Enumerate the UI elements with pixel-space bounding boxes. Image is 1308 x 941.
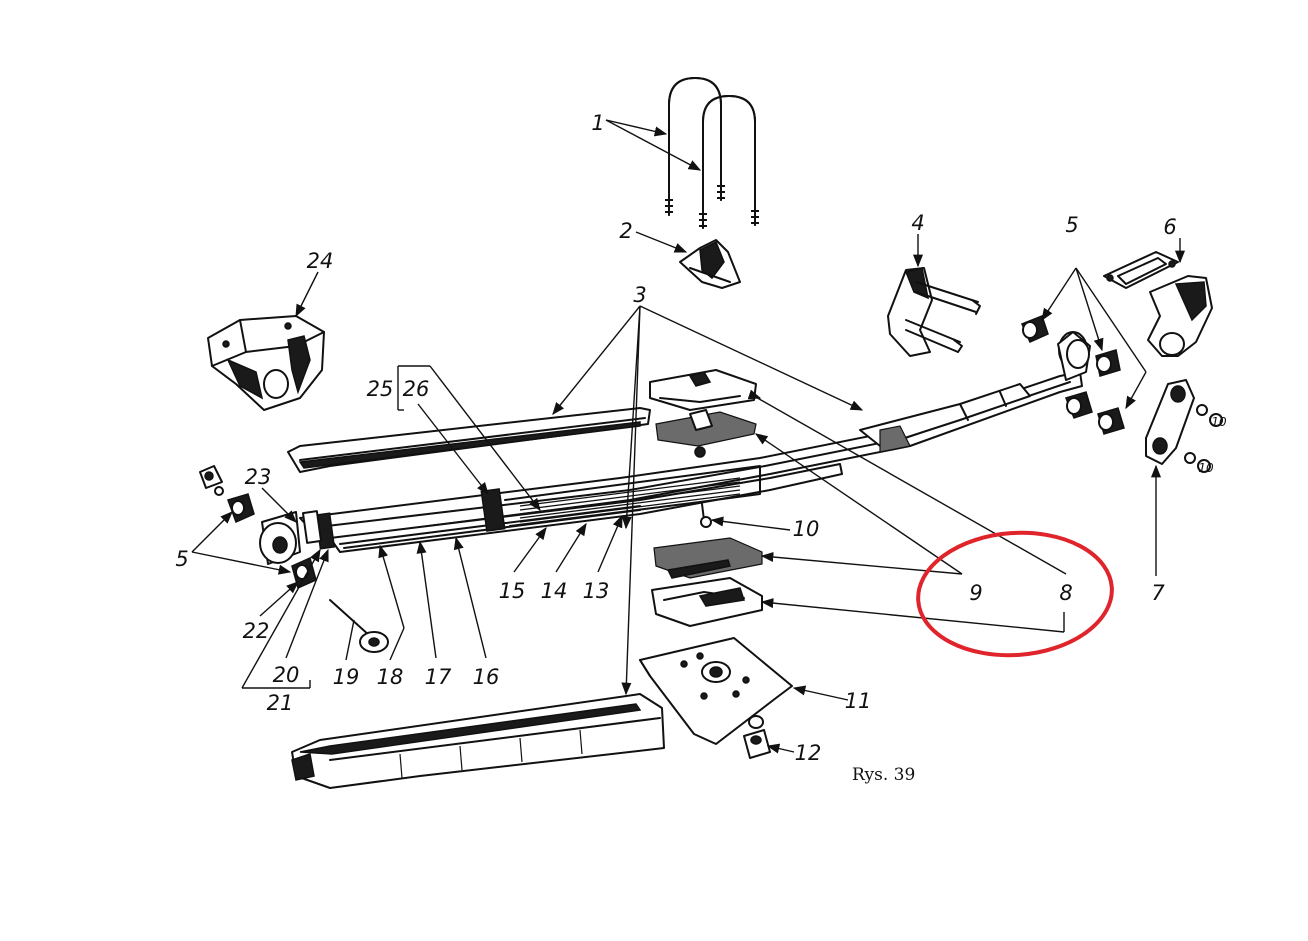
- label-9: 9: [969, 581, 982, 605]
- label-1: 1: [591, 111, 604, 135]
- label-5-front: 5: [175, 547, 188, 571]
- label-21: 21: [267, 691, 294, 715]
- shackle-plate: [1145, 379, 1223, 473]
- label-8: 8: [1059, 581, 1072, 605]
- rear-shackle-bracket: [1103, 251, 1213, 357]
- u-bolts: [665, 77, 759, 229]
- washer-label-2: 10: [1198, 461, 1214, 475]
- label-5-rear: 5: [1065, 213, 1078, 237]
- label-18: 18: [377, 665, 404, 689]
- lower-pads: [651, 537, 763, 627]
- label-14: 14: [541, 579, 568, 603]
- part-labels: 1 2 3 4 5 6 7 8 9 10 11 12 13 14 15 16 1…: [175, 111, 1227, 785]
- label-2: 2: [619, 219, 632, 243]
- label-15: 15: [499, 579, 526, 603]
- upper-pads: [649, 369, 757, 447]
- upper-leaf: [287, 407, 651, 473]
- spring-seat-plate: [639, 637, 793, 745]
- lower-leaf: [291, 693, 665, 789]
- leader-lines: [191, 119, 1186, 754]
- label-19: 19: [333, 665, 360, 689]
- front-hanger-bracket: [207, 315, 325, 411]
- highlight-circle: [916, 530, 1114, 658]
- label-20: 20: [273, 663, 300, 687]
- label-13: 13: [583, 579, 610, 603]
- label-24: 24: [307, 249, 334, 273]
- figure-caption: Rys. 39: [852, 765, 915, 785]
- clamp-bracket: [679, 239, 741, 289]
- washer-label-1: 10: [1211, 415, 1227, 429]
- label-3: 3: [633, 283, 646, 307]
- label-10: 10: [793, 517, 820, 541]
- label-12: 12: [795, 741, 822, 765]
- label-7: 7: [1151, 581, 1165, 605]
- nut: [743, 715, 771, 759]
- rear-bushings: [1020, 315, 1125, 435]
- label-6: 6: [1163, 215, 1176, 239]
- label-17: 17: [425, 665, 452, 689]
- front-small-parts: [199, 465, 389, 653]
- label-25: 25: [367, 377, 394, 401]
- label-22: 22: [243, 619, 270, 643]
- label-26: 26: [403, 377, 430, 401]
- shackle-pin: [887, 267, 981, 357]
- label-11: 11: [845, 689, 872, 713]
- leaf-spring-pack: [259, 331, 1091, 565]
- label-4: 4: [911, 211, 924, 235]
- label-16: 16: [473, 665, 500, 689]
- label-23: 23: [245, 465, 272, 489]
